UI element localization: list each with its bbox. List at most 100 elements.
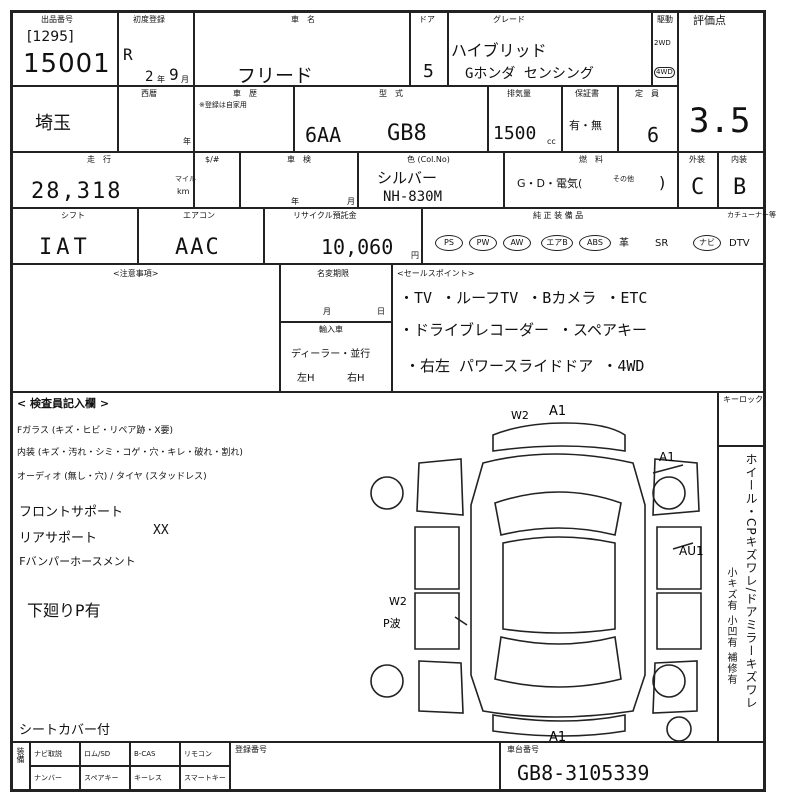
equip-item: AW — [503, 235, 531, 251]
mileage: 28,318 — [31, 179, 123, 204]
exterior-label: 外装 — [689, 155, 705, 164]
lot-label: 出品番号 — [41, 15, 73, 24]
footer-item-label: ナビ取説 — [34, 750, 62, 758]
transfer-month: 月 — [323, 307, 331, 316]
transfer-cell: 名変期限 月 日 — [280, 264, 392, 322]
equip-item: PW — [469, 235, 497, 251]
warranty-label: 保証書 — [575, 89, 599, 98]
inspection-year-unit: 年 — [291, 197, 299, 206]
footer-item-label: スマートキー — [184, 774, 226, 782]
diag-top-a1: A1 — [549, 404, 566, 419]
footer-item: ロム/SD — [80, 742, 130, 766]
diag-side-au1: AU1 — [679, 544, 703, 558]
notes-cell: <注意事項> — [12, 264, 280, 392]
footer-item-label: リモコン — [184, 750, 212, 758]
keyrock-cell: キーロック — [718, 392, 764, 446]
history-sub: ※登録は自家用 — [199, 101, 247, 109]
interior-label: 内装 — [731, 155, 747, 164]
history-cell: 車 歴 ※登録は自家用 — [194, 86, 294, 152]
km-unit: km — [177, 187, 190, 196]
note-front-support: フロントサポート — [19, 505, 124, 520]
color: シルバー — [377, 169, 438, 187]
score: 3.5 — [689, 101, 751, 141]
inspection-label: 車 検 — [287, 155, 311, 164]
chassis-number: GB8-3105339 — [517, 761, 650, 785]
hand-right: 右H — [347, 373, 365, 384]
equip-label: 純 正 装 備 品 — [533, 211, 584, 220]
sales-cell: <セールスポイント> ・TV ・ルーフTV ・Bカメラ ・ETC ・ドライブレコ… — [392, 264, 764, 392]
mileage-label: 走 行 — [87, 155, 111, 164]
keyrock-label: キーロック — [723, 395, 763, 404]
model-prefix: 6AA — [305, 123, 342, 147]
lot-bracket: [1295] — [27, 29, 74, 45]
transfer-day: 日 — [377, 307, 385, 316]
grade-cell: グレード ハイブリッド Gホンダ センシング — [448, 12, 652, 86]
fuel-other: その他 — [613, 175, 634, 183]
equip-item: 革 — [619, 238, 629, 249]
grade-line1: ハイブリッド — [451, 41, 547, 60]
lot-number: 15001 — [23, 49, 111, 79]
inspector-title: < 検査員記入欄 > — [17, 397, 110, 410]
footer-item-label: ナンバー — [34, 774, 62, 782]
footer-label: 装備 — [16, 747, 25, 763]
score-cell: 評価点 3.5 — [678, 12, 764, 152]
reg-year-unit: 年 — [157, 75, 165, 84]
warranty: 有・無 — [569, 119, 602, 132]
displacement: 1500 — [493, 123, 537, 144]
equip-item: ABS — [579, 235, 611, 251]
tuner-label: カチューナー等 — [727, 211, 776, 219]
chassis-cell: 車台番号 GB8-3105339 — [500, 742, 764, 790]
car-name: フリード — [237, 65, 314, 87]
sales-line2: ・ドライブレコーダー ・スペアキー — [399, 321, 647, 339]
region: 埼玉 — [35, 113, 71, 134]
hand-left: 左H — [297, 373, 315, 384]
glass-line: Fガラス (キズ・ヒビ・リペア跡・X要) — [17, 426, 174, 436]
seat-cover: シートカバー付 — [19, 723, 111, 738]
drive-cell: 駆動 2WD 4WD — [652, 12, 678, 86]
import-label: 輸入車 — [319, 325, 343, 334]
recycle-cell: リサイクル預託金 10,060 円 — [264, 208, 422, 264]
footer-item: B-CAS — [130, 742, 180, 766]
score-label: 評価点 — [693, 14, 726, 27]
displacement-label: 排気量 — [507, 89, 531, 98]
capacity-cell: 定 員 6 — [618, 86, 678, 152]
color-code: NH-830M — [383, 189, 443, 205]
equip-item: DTV — [729, 238, 750, 249]
interior-line: 内装 (キズ・汚れ・シミ・コゲ・穴・キレ・破れ・割れ) — [17, 448, 243, 458]
yen-unit: 円 — [411, 251, 419, 260]
lot-cell: 出品番号 [1295] 15001 — [12, 12, 118, 86]
door-cell: ドア 5 — [410, 12, 448, 86]
footer-item: ナビ取説 — [30, 742, 80, 766]
right-notes: ホイール・CPキズワレ/ドアミラーキズワレ — [744, 453, 758, 710]
model: GB8 — [387, 121, 427, 146]
right-sub: 小キズ有 小凹有 補修有 — [725, 567, 736, 686]
footer-label-cell: 装備 — [12, 742, 30, 790]
footer-item-label: B-CAS — [134, 750, 156, 758]
nishi-cell: 西暦 年 — [118, 86, 194, 152]
equip-item: SR — [655, 238, 669, 249]
warranty-cell: 保証書 有・無 — [562, 86, 618, 152]
shift-cell: シフト IAT — [12, 208, 138, 264]
dealer: ディーラー・並行 — [291, 349, 371, 360]
grade-line2: Gホンダ センシング — [465, 66, 594, 82]
inspector-cell: < 検査員記入欄 > Fガラス (キズ・ヒビ・リペア跡・X要) 内装 (キズ・汚… — [12, 392, 718, 743]
fuel-cell: 燃 料 G・D・電気( その他 ) — [504, 152, 678, 208]
car-diagram: W2 A1 A1 AU1 W2 P波 A1 — [370, 404, 703, 743]
registration-cell: 登録番号 — [230, 742, 500, 790]
fuel-options: G・D・電気( — [517, 177, 583, 190]
footer-item: ナンバー — [30, 766, 80, 790]
nishi-label: 西暦 — [141, 89, 157, 98]
equip-item: PS — [435, 235, 463, 251]
history-label: 車 歴 — [233, 89, 257, 98]
diag-left-wave: P波 — [383, 617, 401, 630]
region-cell: 埼玉 — [12, 86, 118, 152]
note-bumper: Fバンパーホースメント — [19, 555, 136, 568]
tax-label: $/# — [205, 155, 220, 164]
equip-item: ナビ — [693, 235, 721, 251]
chassis-label: 車台番号 — [507, 745, 539, 754]
footer-item-label: スペアキー — [84, 774, 119, 782]
inspection-month-unit: 月 — [347, 197, 355, 206]
first-reg-cell: 初度登録 R 2 年 9 月 — [118, 12, 194, 86]
